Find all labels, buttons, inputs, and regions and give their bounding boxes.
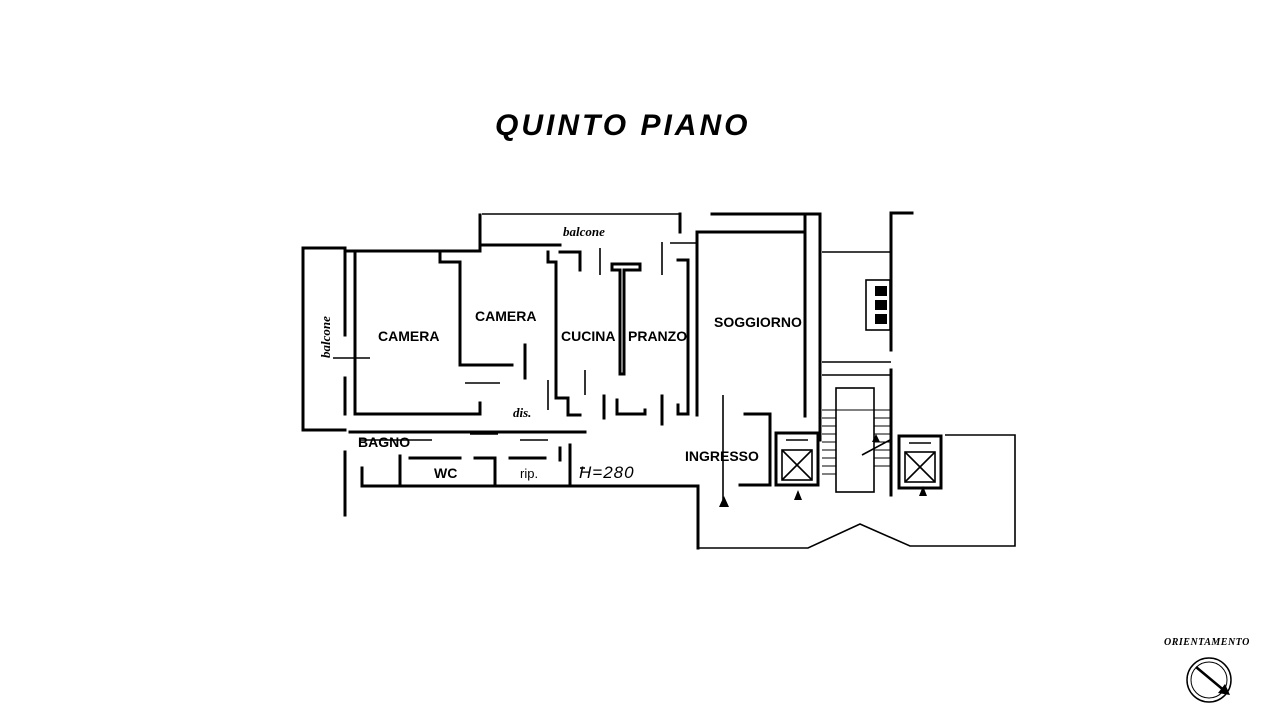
ceiling-height: H=280: [579, 463, 635, 482]
entry-arrow-icon: [719, 496, 729, 507]
room-ripostiglio: rip.: [520, 466, 538, 481]
floor-title: QUINTO PIANO: [495, 109, 750, 142]
balcony-left-label: balcone: [318, 316, 333, 358]
room-pranzo: PRANZO: [628, 328, 687, 344]
orientation-label: ORIENTAMENTO: [1164, 637, 1250, 648]
compass-icon: [1186, 657, 1232, 703]
elevator-right: [897, 434, 943, 496]
room-bagno: BAGNO: [358, 434, 410, 450]
room-disimpegno: dis.: [513, 405, 531, 420]
interior-walls: [333, 212, 807, 500]
balcony-top-label: balcone: [563, 224, 605, 239]
elevator-left: [774, 431, 820, 500]
stairwell: [822, 279, 891, 493]
room-cucina: CUCINA: [561, 328, 615, 344]
room-soggiorno: SOGGIORNO: [714, 314, 802, 330]
outer-walls: [301, 211, 1016, 550]
room-wc: WC: [434, 465, 457, 481]
room-ingresso: INGRESSO: [685, 448, 759, 464]
room-camera-1: CAMERA: [378, 328, 439, 344]
room-camera-2: CAMERA: [475, 308, 536, 324]
